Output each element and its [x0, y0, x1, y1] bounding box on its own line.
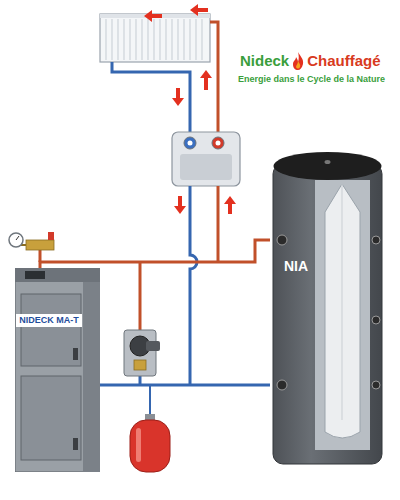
cold-pipe [190, 186, 197, 385]
pipe-connector [40, 240, 270, 268]
hot-pipe [39, 250, 42, 262]
hot-pipe [217, 186, 220, 262]
mixing-valve-unit [172, 132, 240, 186]
hot-pipe [139, 262, 142, 332]
logo-word: Nideck [240, 52, 289, 70]
boiler: NIDECK MA-T [15, 268, 100, 472]
boiler-body [15, 268, 100, 472]
cold-pipe [149, 385, 151, 418]
cold-pipe [112, 62, 190, 132]
pump-group [124, 330, 160, 376]
pipe-connector [100, 384, 270, 387]
logo-word: Chauffagé [307, 52, 380, 70]
boiler-label: NIDECK MA-T [16, 314, 82, 327]
tagline: Energie dans le Cycle de la Nature [238, 74, 385, 85]
safety-group [9, 232, 54, 250]
expansion-vessel [130, 414, 170, 472]
radiator [100, 14, 210, 62]
tank-label: NIA [284, 258, 308, 274]
buffer-tank: NIA [270, 150, 385, 472]
logo: Nideck Chauffagé [240, 52, 381, 70]
flame-icon [291, 52, 305, 70]
tank-body [270, 150, 385, 472]
